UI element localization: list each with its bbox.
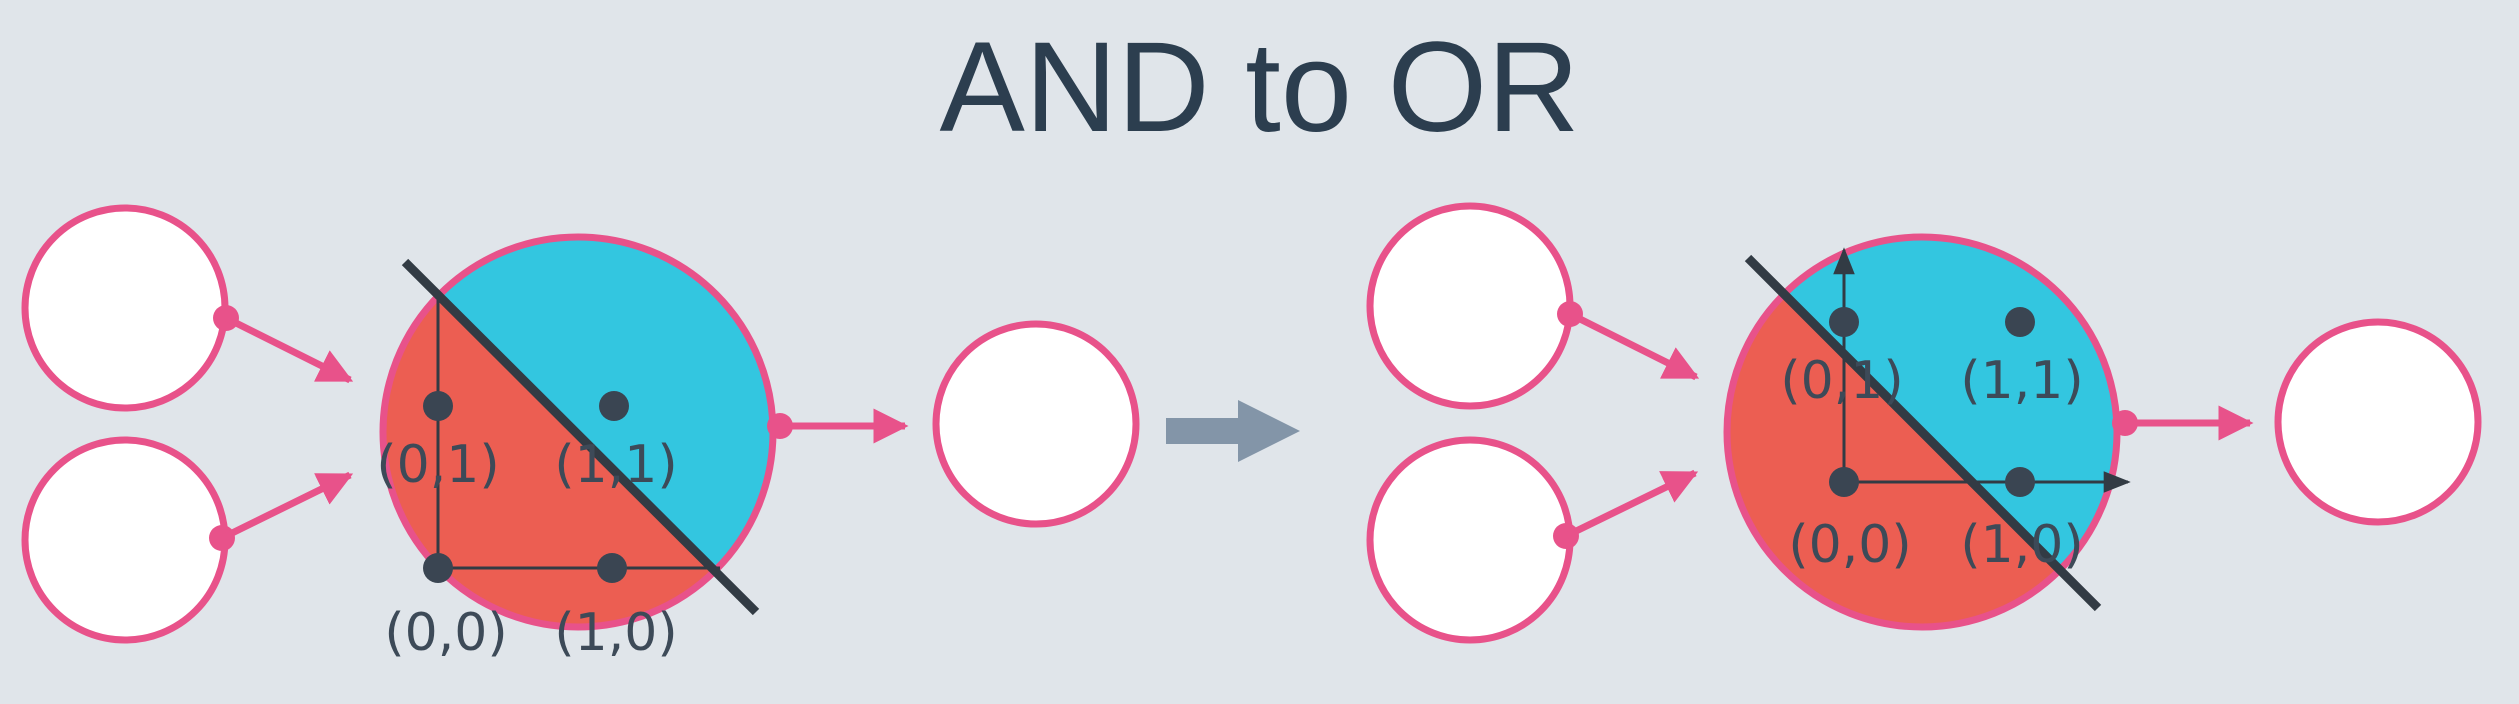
- and-perceptron: (0,0) (1,0) (0,1) (1,1): [21, 204, 1140, 663]
- point-labels: (0,0) (1,0) (0,1) (1,1): [1780, 351, 2083, 575]
- point-label: (1,1): [554, 435, 677, 495]
- output-node: [932, 320, 1140, 528]
- input-node-bottom: [21, 436, 229, 644]
- or-perceptron: (0,0) (1,0) (0,1) (1,1): [1366, 202, 2482, 644]
- input-node-top: [1366, 202, 1574, 410]
- diagram-title: AND to OR: [939, 16, 1580, 159]
- point-0-0: [1829, 467, 1859, 497]
- point-label: (1,1): [1960, 351, 2083, 411]
- data-points: [1829, 307, 2035, 497]
- point-labels: (0,0) (1,0) (0,1) (1,1): [376, 435, 677, 663]
- input-node-top: [21, 204, 229, 412]
- input-arrow-top: [1568, 310, 1700, 381]
- data-points: [423, 391, 629, 583]
- decision-boundary: [401, 258, 760, 616]
- point-1-0: [597, 553, 627, 583]
- positive-region: [405, 237, 773, 612]
- point-1-0: [2005, 467, 2035, 497]
- point-label: (1,0): [1960, 515, 2083, 575]
- point-label: (0,1): [1780, 351, 1903, 411]
- input-arrow-bottom: [220, 471, 354, 542]
- point-0-0: [423, 553, 453, 583]
- point-label: (0,0): [1788, 515, 1911, 575]
- point-0-1: [1829, 307, 1859, 337]
- decision-boundary: [1744, 254, 2102, 612]
- input-arrow-top: [224, 314, 354, 384]
- point-label: (0,1): [376, 435, 499, 495]
- point-1-1: [2005, 307, 2035, 337]
- arrow-right-icon: [1166, 400, 1300, 462]
- input-arrow-bottom: [1564, 469, 1699, 540]
- point-0-1: [423, 391, 453, 421]
- input-node-bottom: [1366, 436, 1574, 644]
- point-label: (0,0): [384, 603, 507, 663]
- output-node: [2274, 318, 2482, 526]
- point-label: (1,0): [554, 603, 677, 663]
- point-1-1: [599, 391, 629, 421]
